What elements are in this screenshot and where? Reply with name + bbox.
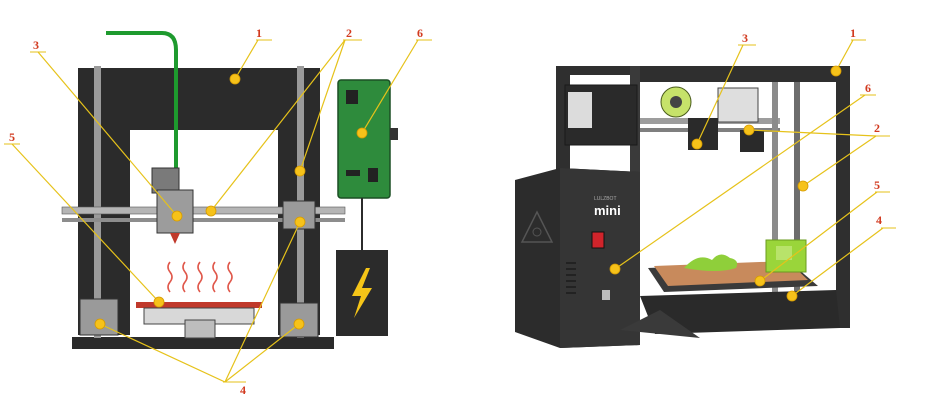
marker-dot <box>357 128 367 138</box>
marker-dot <box>610 264 620 274</box>
callout-label-right-5: 5 <box>874 178 880 192</box>
callout-label-left-6: 6 <box>417 26 423 40</box>
marker-dot <box>295 217 305 227</box>
base-plate <box>72 337 334 349</box>
marker-dot <box>798 181 808 191</box>
callout-label-right-3: 3 <box>742 31 748 45</box>
printed-object <box>684 254 737 271</box>
board-chip-bottom <box>368 168 378 182</box>
power-switch[interactable] <box>592 232 604 248</box>
extruder-top <box>152 168 179 193</box>
control-box-front <box>560 168 640 348</box>
marker-dot <box>831 66 841 76</box>
board-connector <box>346 170 360 176</box>
control-board <box>338 80 390 198</box>
heat-waves <box>168 262 232 292</box>
callout-label-left-5: 5 <box>9 130 15 144</box>
bed-mount <box>185 320 215 338</box>
marker-dot <box>230 74 240 84</box>
marker-dot <box>154 297 164 307</box>
nozzle <box>170 233 180 244</box>
marker-dot <box>744 125 754 135</box>
marker-dot <box>172 211 182 221</box>
usb-port <box>602 290 610 300</box>
vertical-rod-left <box>94 66 101 338</box>
callout-label-right-4: 4 <box>876 213 882 227</box>
extruder-motor <box>718 88 758 122</box>
marker-dot <box>295 166 305 176</box>
housing-window <box>568 92 592 128</box>
callout-label-left-3: 3 <box>33 38 39 52</box>
callout-label-right-1: 1 <box>850 26 856 40</box>
marker-dot <box>755 276 765 286</box>
marker-dot <box>206 206 216 216</box>
marker-dot <box>95 319 105 329</box>
brand-text: LULZBOT <box>594 196 617 202</box>
printer-photo: LULZBOT mini <box>515 66 850 348</box>
marker-dot <box>787 291 797 301</box>
marker-dot <box>692 139 702 149</box>
callout-label-right-6: 6 <box>865 81 871 95</box>
gear-hub <box>670 96 682 108</box>
marker-dot <box>294 319 304 329</box>
board-port <box>390 128 398 140</box>
callout-label-left-1: 1 <box>256 26 262 40</box>
callout-label-left-4: 4 <box>240 383 246 397</box>
board-chip-top <box>346 90 358 104</box>
model-logo: mini <box>594 203 621 218</box>
callout-label-right-2: 2 <box>874 121 880 135</box>
callout-label-left-2: 2 <box>346 26 352 40</box>
